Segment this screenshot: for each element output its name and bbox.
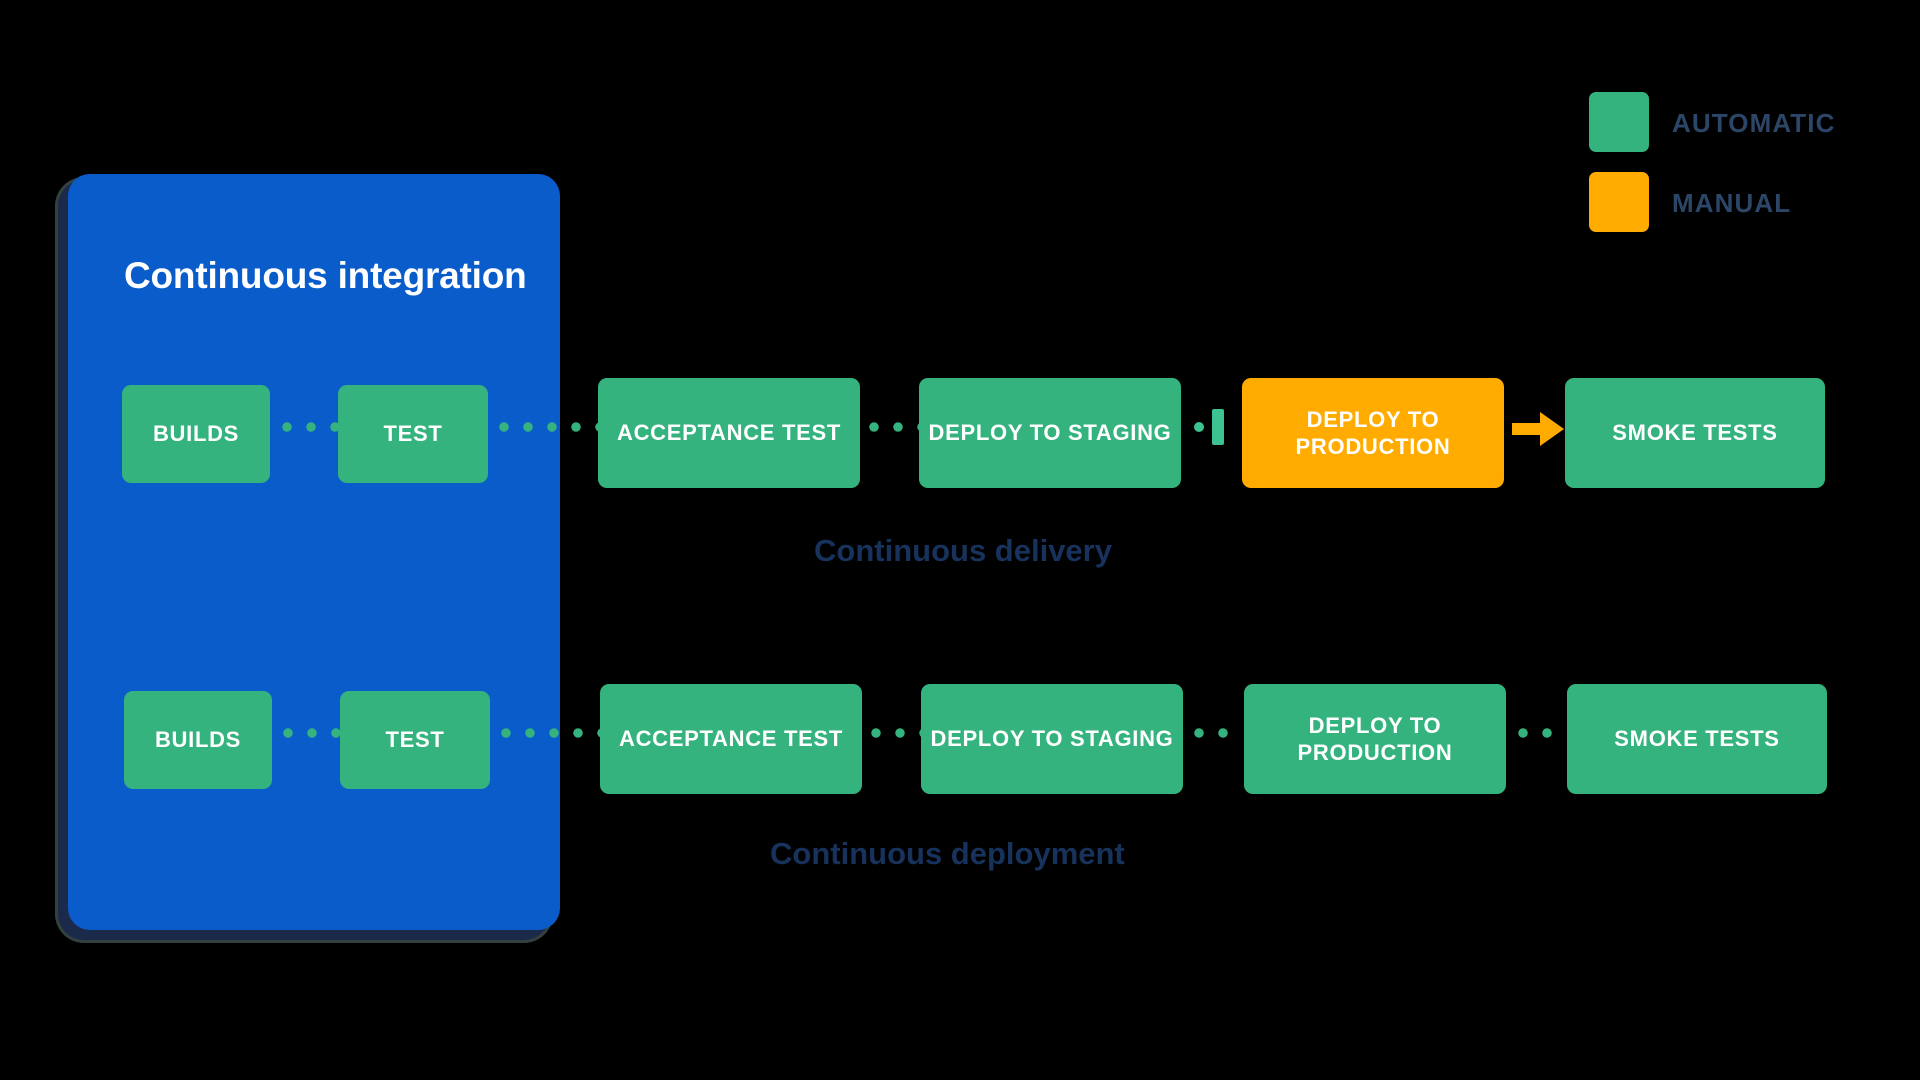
node-label: TEST xyxy=(385,727,445,753)
node-label: DEPLOY TO PRODUCTION xyxy=(1297,712,1453,765)
connector-cdp-production-smoke xyxy=(1518,728,1566,738)
node-cdp-builds[interactable]: BUILDS xyxy=(124,691,272,789)
connector-cdp-staging-production xyxy=(1194,728,1242,738)
node-cd-builds[interactable]: BUILDS xyxy=(122,385,270,483)
node-cdp-acceptance-test[interactable]: ACCEPTANCE TEST xyxy=(600,684,862,794)
caption-continuous-deployment: Continuous deployment xyxy=(770,836,1125,871)
node-cd-acceptance-test[interactable]: ACCEPTANCE TEST xyxy=(598,378,860,488)
pipeline-stop-dot-icon xyxy=(1194,422,1204,432)
connector-cdp-test-acceptance xyxy=(501,728,607,738)
node-label: DEPLOY TO PRODUCTION xyxy=(1295,406,1451,459)
legend-label-manual: MANUAL xyxy=(1672,188,1792,218)
node-label: BUILDS xyxy=(152,421,240,447)
node-label: DEPLOY TO STAGING xyxy=(928,420,1172,446)
node-cdp-deploy-staging[interactable]: DEPLOY TO STAGING xyxy=(921,684,1183,794)
node-cdp-deploy-production[interactable]: DEPLOY TO PRODUCTION xyxy=(1244,684,1506,794)
node-label: ACCEPTANCE TEST xyxy=(619,726,843,752)
node-cd-smoke-tests[interactable]: SMOKE TESTS xyxy=(1565,378,1825,488)
ci-container-title: Continuous integration xyxy=(124,255,527,296)
connector-cd-builds-test xyxy=(282,422,344,432)
legend-swatch-automatic xyxy=(1589,92,1649,152)
node-label: ACCEPTANCE TEST xyxy=(617,420,841,446)
connector-cd-acceptance-staging xyxy=(869,422,941,432)
pipeline-stop-bar-icon xyxy=(1212,409,1224,445)
node-label: DEPLOY TO STAGING xyxy=(930,726,1174,752)
node-cd-deploy-production[interactable]: DEPLOY TO PRODUCTION xyxy=(1242,378,1504,488)
node-cd-deploy-staging[interactable]: DEPLOY TO STAGING xyxy=(919,378,1181,488)
node-cdp-smoke-tests[interactable]: SMOKE TESTS xyxy=(1567,684,1827,794)
connector-cdp-builds-test xyxy=(283,728,345,738)
node-label: TEST xyxy=(383,421,443,447)
legend-swatch-manual xyxy=(1589,172,1649,232)
caption-continuous-delivery: Continuous delivery xyxy=(814,533,1112,568)
node-label: SMOKE TESTS xyxy=(1614,726,1780,752)
connector-cdp-acceptance-staging xyxy=(871,728,943,738)
node-cd-test[interactable]: TEST xyxy=(338,385,488,483)
connector-cd-test-acceptance xyxy=(499,422,605,432)
legend-label-automatic: AUTOMATIC xyxy=(1672,108,1836,138)
node-cdp-test[interactable]: TEST xyxy=(340,691,490,789)
arrow-right-icon xyxy=(1512,412,1564,446)
node-label: SMOKE TESTS xyxy=(1612,420,1778,446)
ci-container xyxy=(68,174,560,930)
node-label: BUILDS xyxy=(154,727,242,753)
